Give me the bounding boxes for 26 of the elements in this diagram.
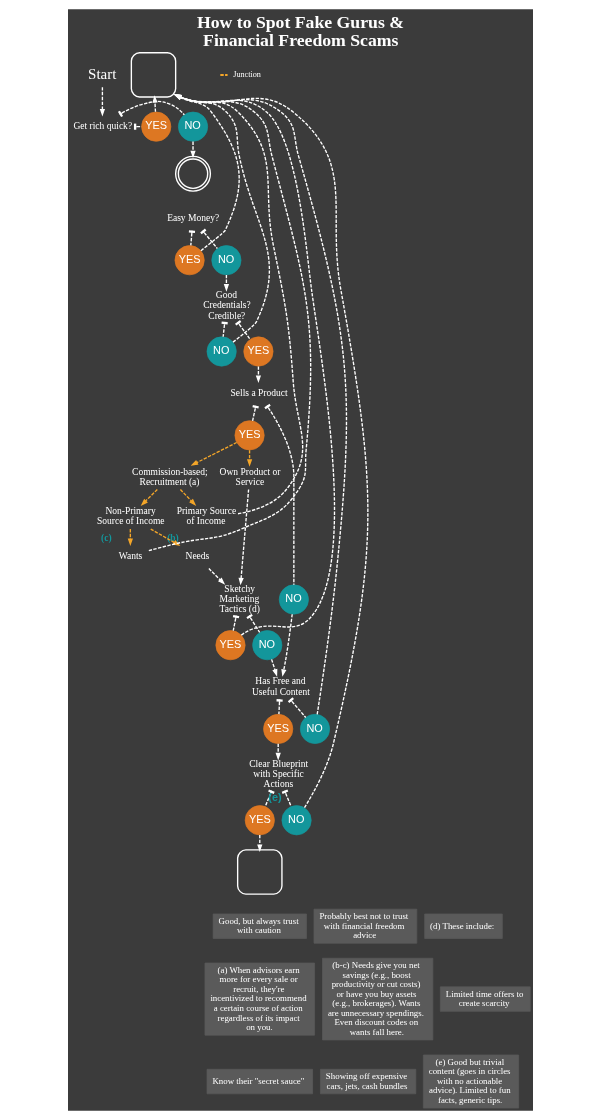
label: Showing off expensive cars, jets, cash bundles [325, 1071, 407, 1091]
node-text: Commission-based; Recruitment (a) [131, 466, 208, 487]
node-text: Clear Blueprint with Specific Actions [248, 758, 308, 790]
label: Limited time offers to create scarcity [445, 988, 523, 1009]
label: Good, but always trust with caution [218, 915, 299, 936]
node-text: Sells a Product [229, 387, 288, 398]
node-text: Has Free and Useful Content [251, 676, 310, 697]
node-text: Get rich quick? [72, 121, 132, 132]
label: (b-c) Needs give you net savings (e.g., boost productivity or cut costs) or have you buy assets (e.g., brokerages). Wants are unnecessary spendings. Even discount codes on wants fall here. [327, 960, 424, 1037]
label: Probably best not to trust with financial freedom advice [318, 910, 408, 941]
node-text: Easy Money? [166, 212, 219, 223]
node-text: Own Product or Service [219, 466, 280, 487]
node-text: Start [87, 65, 116, 82]
node-text: Non-Primary Source of Income [96, 506, 165, 527]
node-text: Wants [118, 550, 142, 561]
node-text: Good Credentials? Credible? [202, 290, 251, 321]
diagram-title: How to Spot Fake Gurus & Financial Freedom Scams [196, 12, 404, 50]
label: Know their "secret sauce" [211, 1075, 304, 1086]
label: (a) When advisors earn more for every sale or recruit, they're incentivized to recommend a certain course of action regardless of its impact on you. [209, 964, 307, 1033]
node-text: Sketchy Marketing Tactics (d) [219, 583, 260, 615]
node-text: Needs [185, 550, 209, 561]
label: (d) These include: [429, 920, 494, 931]
label: (e) Good but trivial content (goes in circles with no actionable advice). Limited to fun facts, generic tips. [428, 1056, 511, 1105]
node-text: Primary Source of Income [176, 506, 236, 527]
node-label: (b) [166, 532, 179, 543]
node-label: (c) [100, 532, 112, 543]
